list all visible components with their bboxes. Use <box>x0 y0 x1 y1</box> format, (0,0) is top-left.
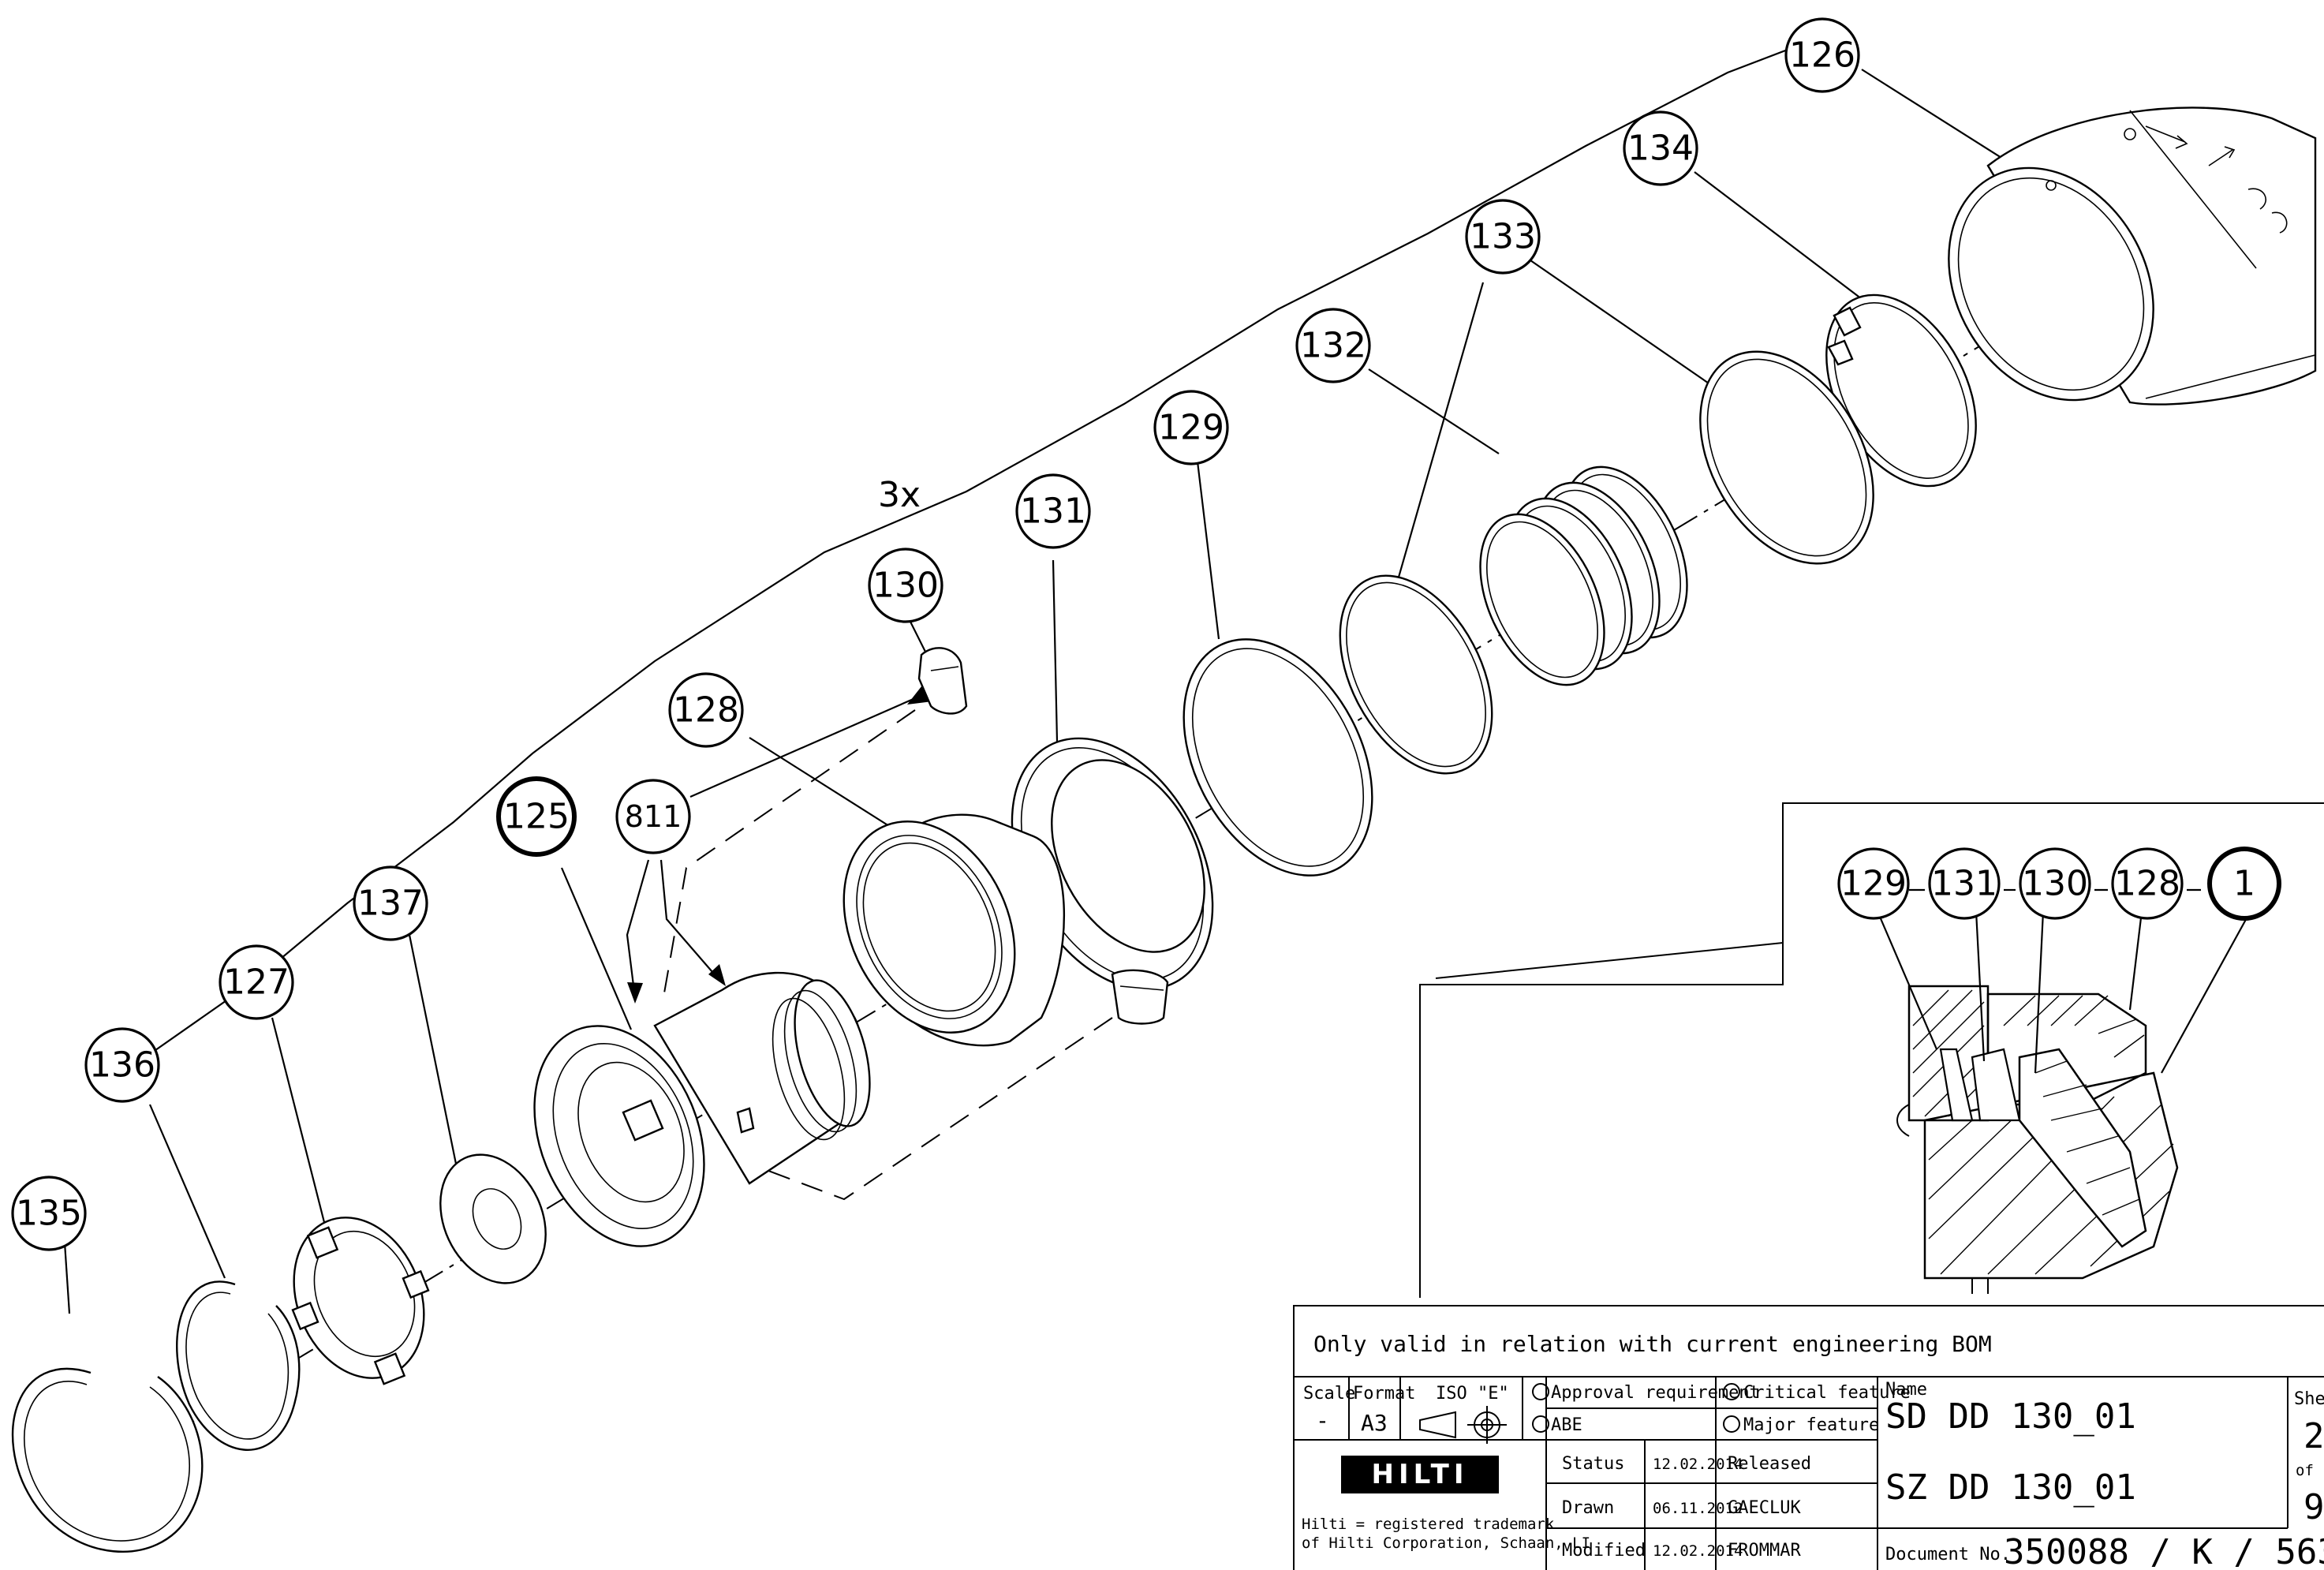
major-radio-icon <box>1723 1415 1740 1433</box>
part-sleeve <box>843 813 1066 1047</box>
leader-lines <box>63 36 2008 1314</box>
svg-text:811: 811 <box>625 799 682 834</box>
svg-text:130: 130 <box>872 566 939 606</box>
svg-text:126: 126 <box>1789 36 1855 76</box>
svg-text:129: 129 <box>1840 864 1907 904</box>
callout-133: 133 <box>1465 199 1541 275</box>
svg-text:Scale: Scale <box>1303 1384 1355 1404</box>
detail-callout-131: 131 <box>1928 847 2001 920</box>
callout-128: 128 <box>668 672 744 748</box>
svg-text:-: - <box>1316 1407 1329 1434</box>
svg-text:ABE: ABE <box>1551 1415 1582 1435</box>
callout-127: 127 <box>219 944 294 1020</box>
detail-callout-1: 1 <box>2207 847 2281 921</box>
critical-radio-icon <box>1723 1383 1740 1400</box>
detail-callout-129: 129 <box>1837 847 1910 920</box>
svg-text:130: 130 <box>2022 864 2088 904</box>
callout-136: 136 <box>84 1027 160 1103</box>
callout-132: 132 <box>1295 308 1371 383</box>
quantity-note: 3x <box>878 475 921 515</box>
document-number: 350088 / K / 563643 <box>2004 1532 2324 1570</box>
part-lock-plate <box>291 1217 430 1385</box>
part-wedge-lower <box>1111 969 1169 1025</box>
svg-text:1: 1 <box>2233 864 2255 904</box>
part-body <box>533 971 871 1247</box>
svg-text:Major feature: Major feature <box>1743 1415 1879 1435</box>
svg-text:ISO "E": ISO "E" <box>1436 1384 1509 1404</box>
guide-dash-lower <box>749 1017 1113 1201</box>
name-primary: SD DD 130_01 <box>1885 1396 2136 1437</box>
part-housing <box>1948 107 2317 406</box>
svg-text:132: 132 <box>1300 326 1366 366</box>
svg-text:131: 131 <box>1931 864 1997 904</box>
hilti-logo: HILTI <box>1341 1456 1499 1493</box>
svg-text:Hilti = registered trademark: Hilti = registered trademark <box>1302 1516 1555 1533</box>
svg-text:of: of <box>2296 1462 2314 1479</box>
part-spring <box>1479 465 1688 686</box>
callout-126: 126 <box>1784 17 1860 93</box>
svg-text:127: 127 <box>223 963 290 1003</box>
svg-text:131: 131 <box>1020 492 1086 532</box>
svg-text:GAECLUK: GAECLUK <box>1728 1498 1801 1518</box>
svg-text:FROMMAR: FROMMAR <box>1728 1541 1801 1561</box>
svg-text:129: 129 <box>1158 408 1224 448</box>
svg-text:HILTI: HILTI <box>1372 1459 1469 1490</box>
validity-note: Only valid in relation with current engi… <box>1313 1331 1992 1357</box>
svg-text:Document No.: Document No. <box>1885 1545 2011 1564</box>
arrow-head <box>627 982 643 1004</box>
arrow-head <box>708 964 726 986</box>
svg-text:Name: Name <box>1885 1380 1927 1400</box>
callout-125: 125 <box>496 776 577 857</box>
svg-text:Format: Format <box>1353 1384 1415 1404</box>
svg-text:128: 128 <box>673 690 739 731</box>
svg-text:133: 133 <box>1470 217 1536 257</box>
svg-text:Drawn: Drawn <box>1562 1498 1614 1518</box>
svg-text:A3: A3 <box>1361 1410 1388 1436</box>
abe-radio-icon <box>1532 1415 1549 1433</box>
section-drawing <box>1896 985 2179 1294</box>
svg-text:134: 134 <box>1627 129 1694 169</box>
part-large-ring <box>11 1367 204 1553</box>
svg-text:135: 135 <box>16 1194 82 1234</box>
svg-text:137: 137 <box>357 884 424 924</box>
title-block: Only valid in relation with current engi… <box>1293 1305 2324 1570</box>
svg-text:Critical feature: Critical feature <box>1743 1383 1911 1403</box>
svg-text:128: 128 <box>2114 864 2180 904</box>
guide-dash-upper <box>662 709 916 1003</box>
svg-text:2: 2 <box>2303 1416 2324 1456</box>
svg-text:Released: Released <box>1728 1454 1811 1474</box>
part-ring-133 <box>1699 350 1874 565</box>
part-ring-129 <box>1183 638 1373 877</box>
detail-callout-130: 130 <box>2019 847 2091 920</box>
svg-text:125: 125 <box>503 797 570 837</box>
svg-text:136: 136 <box>89 1045 155 1086</box>
svg-text:06.11.2012: 06.11.2012 <box>1653 1500 1743 1517</box>
part-washer <box>439 1153 547 1284</box>
svg-text:9: 9 <box>2303 1487 2324 1527</box>
svg-text:12.02.2014: 12.02.2014 <box>1653 1542 1743 1560</box>
svg-text:Status: Status <box>1562 1454 1624 1474</box>
approval-radio-icon <box>1532 1383 1549 1400</box>
part-wedge-upper <box>917 647 968 715</box>
name-secondary: SZ DD 130_01 <box>1885 1467 2136 1508</box>
callout-811: 811 <box>615 779 691 854</box>
svg-text:She: She <box>2294 1389 2324 1409</box>
part-ring-133b <box>1339 574 1493 775</box>
projection-symbol-icon <box>1419 1406 1507 1444</box>
svg-text:Modified: Modified <box>1562 1541 1646 1561</box>
detail-view <box>1419 802 2324 1298</box>
svg-text:of Hilti Corporation, Schaan,: of Hilti Corporation, Schaan, LI <box>1302 1534 1590 1552</box>
callout-135: 135 <box>11 1176 87 1251</box>
svg-text:12.02.2014: 12.02.2014 <box>1653 1456 1743 1473</box>
detail-callout-128: 128 <box>2111 847 2184 920</box>
callout-134: 134 <box>1623 110 1698 186</box>
callout-130: 130 <box>868 548 943 623</box>
part-snap-ring <box>176 1280 301 1451</box>
callout-131: 131 <box>1015 473 1091 549</box>
callout-129: 129 <box>1153 390 1229 465</box>
callout-137: 137 <box>353 865 428 941</box>
